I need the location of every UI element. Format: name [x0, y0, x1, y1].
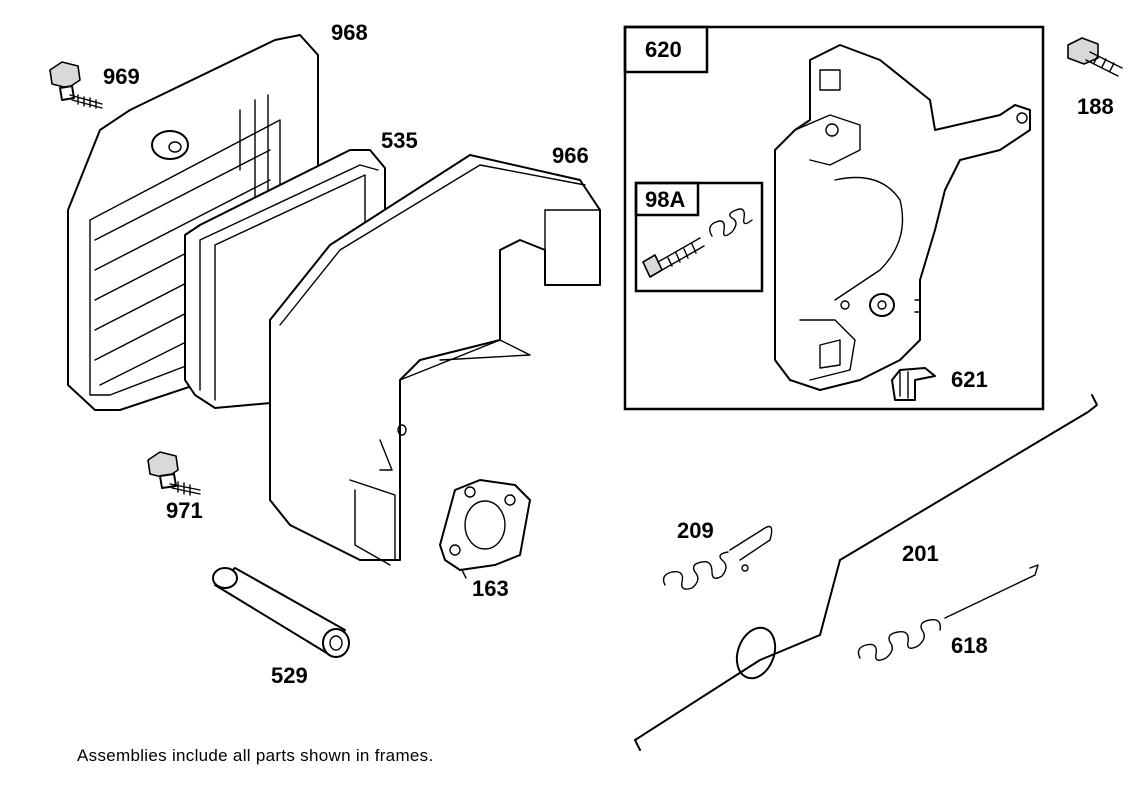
- part-620-control-bracket: [774, 44, 1031, 391]
- callout-969: 969: [103, 64, 140, 89]
- frame-98a-tab: [634, 181, 700, 217]
- part-618-spring: [857, 564, 1039, 661]
- frame-620-tab: [623, 25, 709, 74]
- callout-620: 620: [645, 37, 682, 62]
- callout-163: 163: [472, 576, 509, 601]
- part-98a-screw-spring: [642, 208, 753, 278]
- leader-line-163: [461, 569, 467, 579]
- part-966-cover: [269, 154, 601, 566]
- part-971-screw: [147, 451, 201, 496]
- callout-968: 968: [331, 20, 368, 45]
- part-529-tube: [212, 567, 350, 658]
- callout-209: 209: [677, 518, 714, 543]
- part-209-spring: [662, 525, 773, 590]
- footnote: Assemblies include all parts shown in fr…: [77, 746, 434, 765]
- callout-201: 201: [902, 541, 939, 566]
- callout-98a: 98A: [645, 187, 686, 212]
- callout-621: 621: [951, 367, 988, 392]
- callout-535: 535: [381, 128, 418, 153]
- part-201-governor-link: [634, 394, 1098, 751]
- part-188-screw: [1067, 37, 1123, 77]
- part-969-screw: [49, 61, 103, 109]
- frame-620: [623, 25, 1045, 411]
- callout-971: 971: [166, 498, 203, 523]
- part-621-clip: [891, 367, 936, 401]
- callout-618: 618: [951, 633, 988, 658]
- callout-188: 188: [1077, 94, 1114, 119]
- callout-966: 966: [552, 143, 589, 168]
- callout-529: 529: [271, 663, 308, 688]
- part-163-gasket: [439, 479, 531, 571]
